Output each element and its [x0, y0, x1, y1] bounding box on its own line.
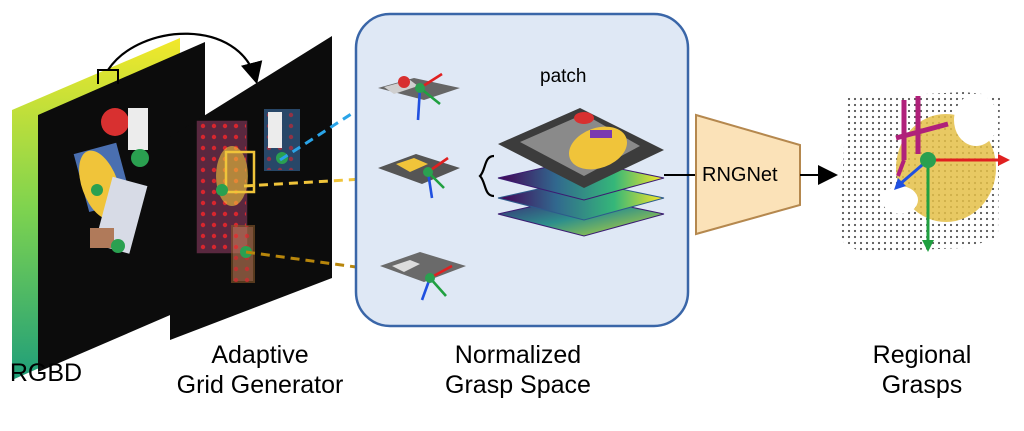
rngnet-block [695, 113, 801, 236]
patch-label: patch [540, 66, 587, 87]
rgbd-color-layer [38, 42, 205, 372]
curly-brace [478, 154, 495, 198]
caption-space-line1: Normalized [454, 341, 582, 369]
caption-grasps-line2: Grasps [881, 371, 963, 399]
normalized-space-panel [354, 12, 690, 328]
small-patch-3 [380, 252, 466, 301]
patch-stack [497, 108, 665, 237]
caption-grid-line1: Adaptive [211, 341, 309, 369]
caption-space-line2: Grasp Space [445, 371, 591, 399]
small-patch-2 [378, 154, 460, 199]
caption-grid-generator: Adaptive Grid Generator [148, 340, 372, 400]
small-patch-1 [378, 72, 460, 121]
caption-regional-grasps: Regional Grasps [852, 340, 992, 400]
caption-rgbd: RGBD [6, 358, 86, 388]
caption-normalized-space: Normalized Grasp Space [406, 340, 630, 400]
transform-arrow [97, 32, 263, 85]
gripper-icon [895, 96, 949, 177]
grid-generator-layer [170, 36, 332, 340]
regional-grasps-view [840, 92, 1010, 252]
rngnet-label: RNGNet [702, 164, 778, 186]
caption-grasps-line1: Regional [872, 341, 972, 369]
caption-rgbd-text: RGBD [9, 359, 83, 387]
caption-grid-line2: Grid Generator [176, 371, 344, 399]
